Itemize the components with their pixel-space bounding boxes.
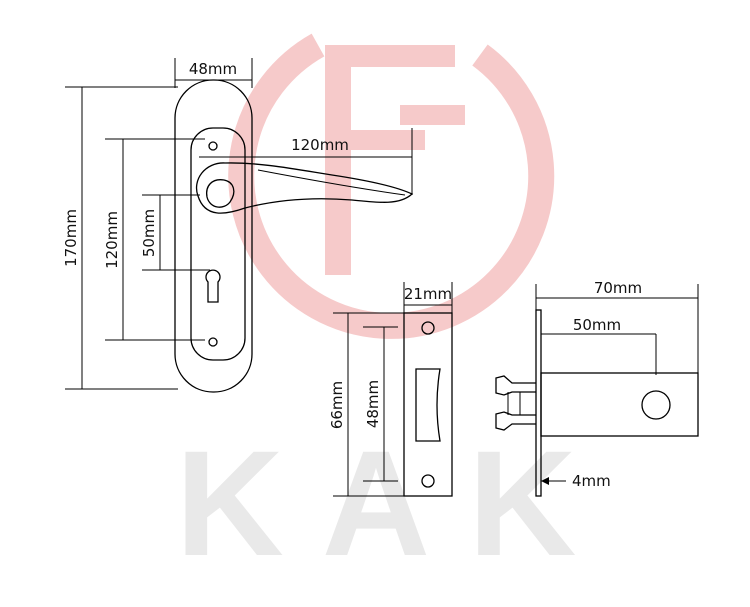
- dim-latch-length: 70mm: [535, 279, 699, 373]
- dim-strike-width: 21mm: [403, 282, 453, 313]
- strike-bottom-hole: [421, 474, 435, 488]
- dim-strike-opening: 48mm: [363, 326, 398, 482]
- dim-center-distance: 50mm: [140, 194, 210, 271]
- hole-spacing-label: 120mm: [103, 211, 121, 269]
- watermark-side-bar: [400, 105, 465, 125]
- dim-lever-length: 120mm: [199, 128, 413, 195]
- dim-latch-backset: 50mm: [541, 316, 657, 375]
- dim-plate-thickness: 4mm: [541, 472, 611, 490]
- dim-total-height: 170mm: [62, 86, 178, 390]
- strike-plate: [403, 312, 453, 497]
- watermark-stem: [325, 45, 351, 275]
- total-height-label: 170mm: [62, 209, 80, 267]
- strike-opening-label: 48mm: [364, 380, 382, 428]
- lever-rose: [206, 179, 235, 208]
- dim-handle-width: 48mm: [174, 58, 253, 88]
- top-screw-hole: [208, 141, 218, 151]
- latch-backset-label: 50mm: [573, 316, 621, 334]
- watermark-text: KAK: [176, 419, 615, 587]
- latch-spindle-hole: [641, 390, 671, 420]
- handle-plate: [174, 79, 414, 393]
- keyhole: [205, 269, 221, 303]
- handle-width-label: 48mm: [189, 60, 237, 78]
- dim-hole-spacing: 120mm: [103, 138, 205, 341]
- latch-body: [540, 372, 699, 437]
- lever-highlight: [257, 169, 406, 196]
- strike-height-label: 66mm: [328, 381, 346, 429]
- latch-bolt-upper: [495, 375, 536, 396]
- watermark-mid-bar: [325, 130, 425, 150]
- bottom-screw-hole: [208, 337, 218, 347]
- strike-opening: [415, 368, 441, 442]
- strike-width-label: 21mm: [404, 285, 452, 303]
- latch: [495, 309, 699, 497]
- dim-strike-height: 66mm: [328, 312, 404, 497]
- strike-top-hole: [421, 321, 435, 335]
- center-distance-label: 50mm: [140, 209, 158, 257]
- latch-length-label: 70mm: [594, 279, 642, 297]
- plate-thickness-label: 4mm: [572, 472, 611, 490]
- watermark-top-bar: [325, 45, 455, 67]
- strike-plate-outline: [403, 312, 453, 497]
- latch-bolt-lower: [495, 411, 536, 431]
- handle-inner-plate: [190, 127, 246, 361]
- lever-length-label: 120mm: [291, 136, 349, 154]
- watermark-logo: [228, 33, 555, 339]
- watermark-arc: [228, 33, 555, 339]
